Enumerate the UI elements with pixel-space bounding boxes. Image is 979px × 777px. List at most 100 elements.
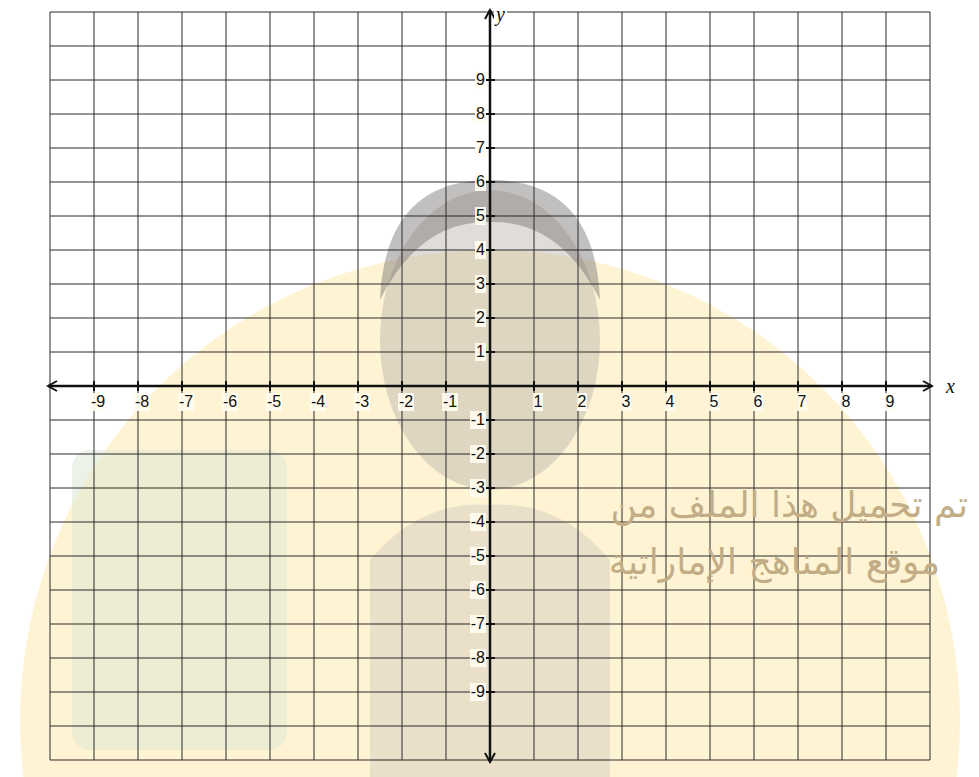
tick-label: -8 <box>134 393 150 411</box>
tick-label: 1 <box>533 393 544 411</box>
tick-mark <box>485 555 495 557</box>
tick-mark <box>485 453 495 455</box>
tick-label: -9 <box>470 683 486 701</box>
tick-mark <box>485 249 495 251</box>
grid-line <box>314 12 315 760</box>
grid-line <box>754 12 755 760</box>
tick-mark <box>485 657 495 659</box>
grid-line <box>50 624 930 625</box>
tick-label: -4 <box>470 513 486 531</box>
grid-line <box>50 692 930 693</box>
tick-label: -5 <box>470 547 486 565</box>
grid-line <box>50 658 930 659</box>
axis-name: x <box>944 375 957 397</box>
grid-line <box>138 12 139 760</box>
tick-mark <box>269 381 271 391</box>
tick-mark <box>401 381 403 391</box>
tick-mark <box>313 381 315 391</box>
watermark-book <box>72 450 287 750</box>
watermark-text: تم تحميل هذا الملف من <box>611 485 969 525</box>
tick-label: 9 <box>885 393 896 411</box>
tick-label: 8 <box>475 105 486 123</box>
tick-label: 9 <box>475 71 486 89</box>
tick-mark <box>485 283 495 285</box>
grid-line <box>886 12 887 760</box>
tick-mark <box>841 381 843 391</box>
grid-line <box>798 12 799 760</box>
y-axis <box>489 10 492 762</box>
tick-label: 6 <box>753 393 764 411</box>
grid-line <box>50 284 930 285</box>
grid-line <box>446 12 447 760</box>
tick-label: 2 <box>475 309 486 327</box>
tick-mark <box>753 381 755 391</box>
tick-label: -6 <box>222 393 238 411</box>
grid-line <box>94 12 95 760</box>
tick-label: -1 <box>442 393 458 411</box>
watermark-text: موقع المناهج الإماراتية <box>609 542 940 582</box>
tick-label: -9 <box>90 393 106 411</box>
tick-label: 2 <box>577 393 588 411</box>
grid-line <box>50 420 930 421</box>
tick-mark <box>577 381 579 391</box>
tick-label: 3 <box>621 393 632 411</box>
tick-label: -3 <box>354 393 370 411</box>
tick-label: 8 <box>841 393 852 411</box>
grid-line <box>50 148 930 149</box>
tick-mark <box>621 381 623 391</box>
tick-mark <box>485 419 495 421</box>
grid-line <box>50 318 930 319</box>
tick-label: 1 <box>475 343 486 361</box>
tick-mark <box>225 381 227 391</box>
tick-mark <box>485 317 495 319</box>
grid-line <box>50 114 930 115</box>
tick-label: 6 <box>475 173 486 191</box>
grid-line <box>50 454 930 455</box>
grid-line <box>358 12 359 760</box>
grid-line <box>710 12 711 760</box>
tick-mark <box>485 521 495 523</box>
tick-mark <box>93 381 95 391</box>
tick-mark <box>485 589 495 591</box>
tick-mark <box>445 381 447 391</box>
tick-mark <box>665 381 667 391</box>
tick-mark <box>485 691 495 693</box>
tick-mark <box>485 215 495 217</box>
tick-mark <box>485 79 495 81</box>
tick-mark <box>533 381 535 391</box>
tick-label: 5 <box>709 393 720 411</box>
tick-mark <box>485 623 495 625</box>
grid-line <box>666 12 667 760</box>
grid-line <box>50 352 930 353</box>
tick-mark <box>485 113 495 115</box>
tick-mark <box>885 381 887 391</box>
tick-label: 7 <box>475 139 486 157</box>
tick-label: -7 <box>470 615 486 633</box>
tick-mark <box>485 147 495 149</box>
tick-label: -1 <box>470 411 486 429</box>
grid-line <box>226 12 227 760</box>
tick-mark <box>797 381 799 391</box>
tick-label: -2 <box>470 445 486 463</box>
grid-line <box>842 12 843 760</box>
tick-mark <box>485 351 495 353</box>
tick-label: 3 <box>475 275 486 293</box>
tick-mark <box>137 381 139 391</box>
grid-line <box>182 12 183 760</box>
grid-line <box>622 12 623 760</box>
tick-label: 5 <box>475 207 486 225</box>
tick-label: 7 <box>797 393 808 411</box>
grid-line <box>50 590 930 591</box>
tick-mark <box>181 381 183 391</box>
grid-line <box>402 12 403 760</box>
tick-label: -5 <box>266 393 282 411</box>
grid-line <box>578 12 579 760</box>
grid-line <box>50 182 930 183</box>
tick-label: 4 <box>475 241 486 259</box>
tick-mark <box>357 381 359 391</box>
grid-line <box>534 12 535 760</box>
grid-line <box>50 216 930 217</box>
